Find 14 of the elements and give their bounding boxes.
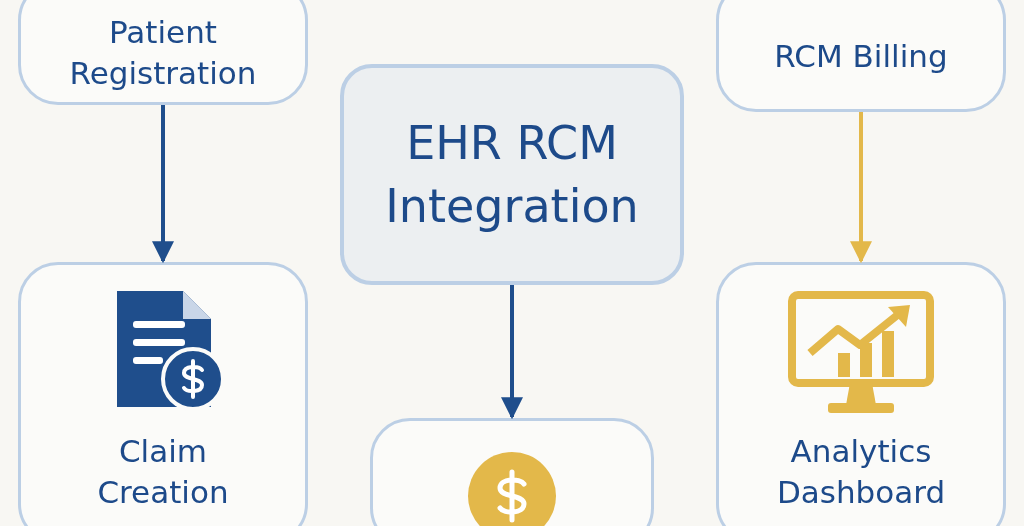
step-label: Patient Registration xyxy=(68,12,258,93)
step-label: EHR RCM Integration xyxy=(384,115,640,235)
card xyxy=(370,418,654,526)
step-label: RCM Billing xyxy=(774,36,948,76)
step-label: Claim Creation xyxy=(96,432,230,513)
arrow xyxy=(501,285,523,420)
step-label: Analytics Dashboard xyxy=(775,432,947,513)
arrow xyxy=(152,105,174,264)
step-card xyxy=(18,0,308,105)
step-card xyxy=(716,0,1006,112)
hub-card xyxy=(340,64,684,285)
step-card xyxy=(18,262,308,526)
arrow xyxy=(850,112,872,264)
step-card xyxy=(716,262,1006,526)
